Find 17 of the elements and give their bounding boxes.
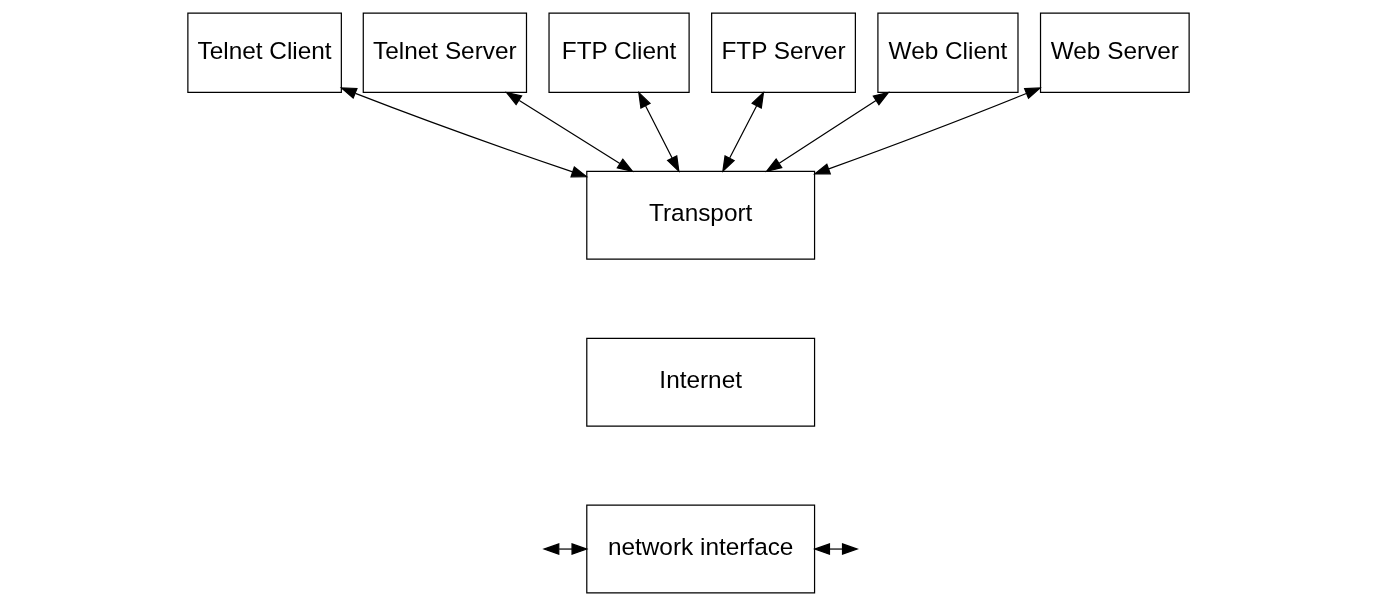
node-box: FTP Client — [547, 12, 690, 93]
node-box: Telnet Server — [362, 12, 527, 93]
node-box: Web Server — [1039, 12, 1190, 93]
node-box: Transport — [585, 170, 815, 260]
node-box: network interface — [585, 504, 815, 594]
arrow — [339, 87, 588, 178]
arrow — [764, 91, 890, 173]
arrow — [541, 543, 588, 556]
node-box: Internet — [585, 337, 815, 427]
arrow — [812, 87, 1042, 175]
node-box: FTP Server — [710, 12, 856, 93]
node-box: Telnet Client — [186, 12, 342, 93]
arrow — [504, 91, 634, 173]
arrow — [637, 91, 680, 173]
arrow — [721, 91, 764, 173]
node-box: Web Client — [876, 12, 1019, 93]
arrow — [812, 543, 859, 556]
